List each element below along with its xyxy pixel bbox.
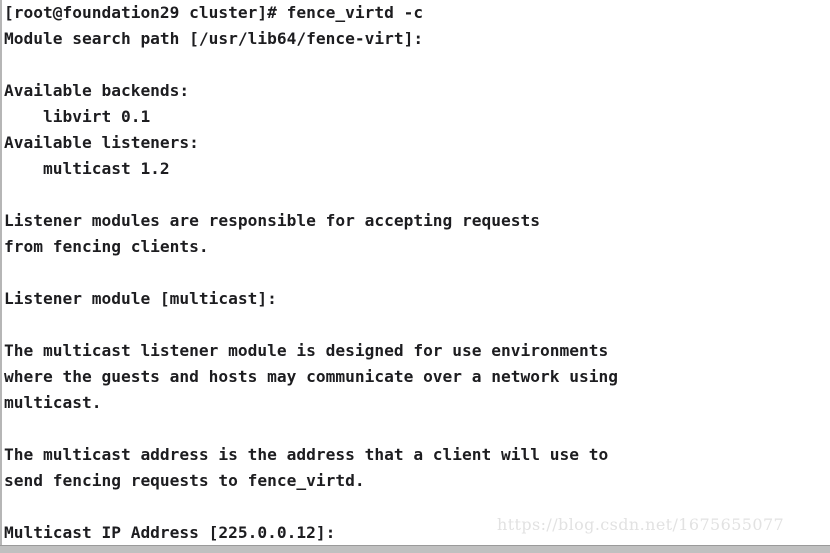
terminal-line: Multicast IP Address [225.0.0.12]: — [4, 523, 336, 542]
terminal-line: Module search path [/usr/lib64/fence-vir… — [4, 29, 424, 48]
terminal-output[interactable]: [root@foundation29 cluster]# fence_virtd… — [4, 0, 826, 553]
terminal-line — [4, 494, 826, 520]
terminal-line — [4, 52, 826, 78]
terminal-line: Available backends: — [4, 81, 190, 100]
terminal-line — [4, 182, 826, 208]
terminal-line: [root@foundation29 cluster]# fence_virtd… — [4, 3, 424, 22]
terminal-line: libvirt 0.1 — [4, 107, 151, 126]
terminal-line — [4, 260, 826, 286]
terminal-line: from fencing clients. — [4, 237, 209, 256]
terminal-line: Available listeners: — [4, 133, 199, 152]
terminal-line: multicast 1.2 — [4, 159, 170, 178]
terminal-line: multicast. — [4, 393, 102, 412]
terminal-line — [4, 312, 826, 338]
terminal-line: The multicast address is the address tha… — [4, 445, 609, 464]
terminal-line: where the guests and hosts may communica… — [4, 367, 618, 386]
terminal-line: Listener module [multicast]: — [4, 289, 277, 308]
terminal-bottom-scrollbar[interactable] — [0, 545, 830, 553]
terminal-left-border — [0, 0, 2, 547]
terminal-line — [4, 416, 826, 442]
terminal-line: Listener modules are responsible for acc… — [4, 211, 541, 230]
terminal-line: send fencing requests to fence_virtd. — [4, 471, 365, 490]
terminal-line: The multicast listener module is designe… — [4, 341, 609, 360]
